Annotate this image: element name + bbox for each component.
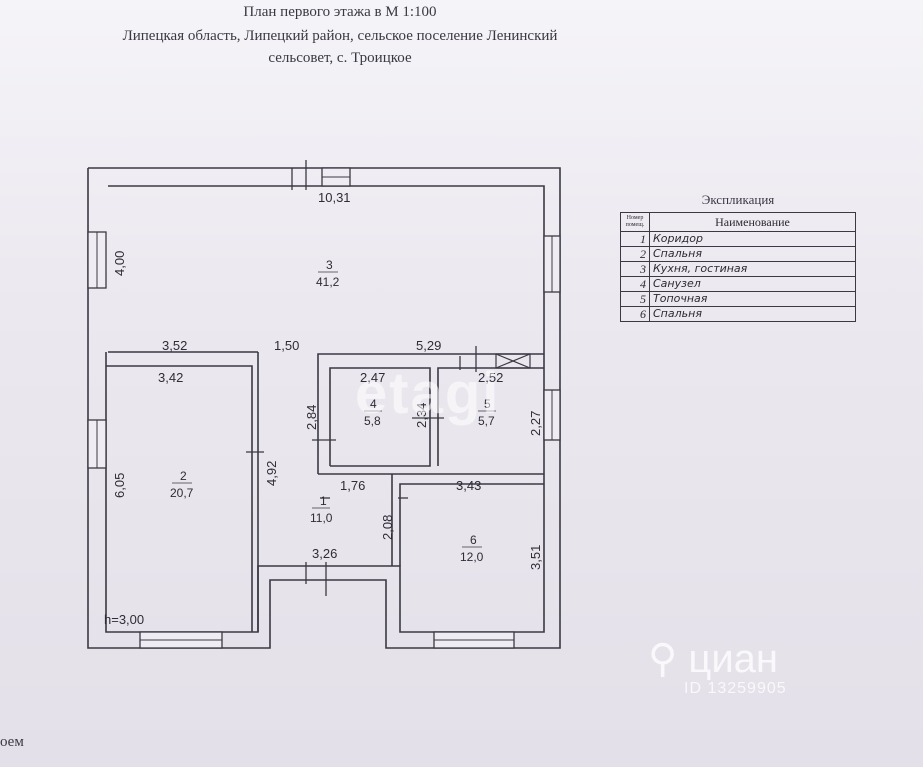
door-marks — [246, 160, 477, 596]
room-label-3: 3 41,2 — [316, 258, 340, 289]
plan-address-line2: сельсовет, с. Троицкое — [268, 50, 412, 66]
dim-room6-width: 3,43 — [456, 478, 481, 493]
room-label-1: 1 11,0 — [310, 494, 333, 525]
dim-left-top-height: 4,00 — [112, 251, 127, 276]
row-num: 1 — [620, 231, 650, 247]
window-glazing — [96, 176, 553, 641]
dim-room4-height-inner: 2,34 — [414, 403, 429, 428]
dim-corridor-lower-height: 2,08 — [380, 515, 395, 540]
dim-ceiling-height: h=3,00 — [104, 612, 144, 627]
room-label-6: 6 12,0 — [460, 533, 484, 564]
room-area: 12,0 — [460, 550, 484, 564]
dim-right-top: 5,29 — [416, 338, 441, 353]
room-label-2: 2 20,7 — [170, 469, 194, 500]
dim-room2-top-outer: 3,52 — [162, 338, 187, 353]
dim-room5-width: 2,52 — [478, 370, 503, 385]
row-num: 3 — [620, 261, 650, 277]
plan-address-line1: Липецкая область, Липецкий район, сельск… — [122, 28, 558, 44]
row-name: Спальня — [649, 306, 856, 322]
dim-room4-width: 2,47 — [360, 370, 385, 385]
row-name: Спальня — [649, 246, 856, 262]
room-number: 4 — [370, 397, 377, 411]
dim-top-width: 10,31 — [318, 190, 351, 205]
dim-room4-height: 2,84 — [304, 405, 319, 430]
table-row: 4 Санузел — [620, 276, 856, 292]
row-num: 2 — [620, 246, 650, 262]
row-num: 5 — [620, 291, 650, 307]
row-num: 6 — [620, 306, 650, 322]
table-row: 3 Кухня, гостиная — [620, 261, 856, 277]
table-row: 1 Коридор — [620, 231, 856, 247]
room-area: 5,8 — [364, 414, 381, 428]
vent-shaft — [495, 353, 531, 369]
explication-header-row: Номер помещ. Наименование — [620, 212, 856, 232]
dim-entrance-width: 3,26 — [312, 546, 337, 561]
room-number: 1 — [320, 494, 327, 508]
room-label-5: 5 5,7 — [478, 397, 496, 428]
room-area: 41,2 — [316, 275, 340, 289]
row-name: Кухня, гостиная — [649, 261, 856, 277]
dim-corridor-height: 4,92 — [264, 461, 279, 486]
dim-corridor-top: 1,50 — [274, 338, 299, 353]
explication-table: Номер помещ. Наименование 1 Коридор 2 Сп… — [620, 212, 856, 322]
room-area: 5,7 — [478, 414, 495, 428]
dim-room2-top-inner: 3,42 — [158, 370, 183, 385]
table-row: 5 Топочная — [620, 291, 856, 307]
room-area: 11,0 — [310, 511, 333, 525]
wall-block-inner — [329, 367, 431, 467]
cropped-edge-text: оем — [0, 734, 24, 750]
table-row: 6 Спальня — [620, 306, 856, 322]
row-num: 4 — [620, 276, 650, 292]
table-row: 2 Спальня — [620, 246, 856, 262]
row-name: Коридор — [649, 231, 856, 247]
room-number: 2 — [180, 469, 187, 483]
room-number: 6 — [470, 533, 477, 547]
wall-room2-top-inner — [106, 365, 253, 632]
explication-title: Экспликация — [701, 192, 775, 207]
explication-col-num: Номер помещ. — [620, 212, 650, 232]
wall-block-outer — [317, 353, 544, 474]
room-area: 20,7 — [170, 486, 194, 500]
dim-corridor-width-lower: 1,76 — [340, 478, 365, 493]
cian-watermark-text: циан — [688, 637, 779, 681]
wall-room6 — [399, 483, 544, 566]
room-number: 5 — [484, 397, 491, 411]
dim-room2-height: 6,05 — [112, 473, 127, 498]
cian-watermark: ⚲ циан — [648, 636, 778, 682]
row-name: Топочная — [649, 291, 856, 307]
dim-room6-height: 3,51 — [528, 545, 543, 570]
room-label-4: 4 5,8 — [364, 397, 382, 428]
map-pin-icon: ⚲ — [648, 637, 678, 681]
cian-id-watermark: ID 13259905 — [684, 680, 787, 697]
etagi-watermark: etagi — [355, 361, 501, 426]
room-number: 3 — [326, 258, 333, 272]
plan-title: План первого этажа в М 1:100 — [243, 4, 437, 20]
row-name: Санузел — [649, 276, 856, 292]
explication-col-name: Наименование — [649, 212, 856, 232]
dim-room5-height: 2,27 — [528, 411, 543, 436]
